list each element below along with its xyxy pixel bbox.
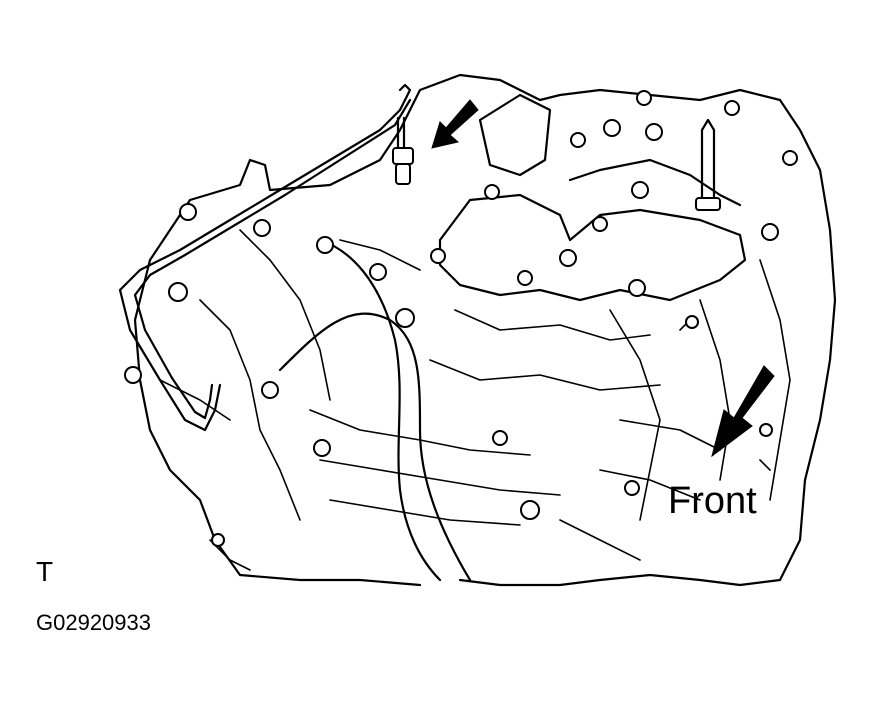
view-code-label: T: [36, 556, 54, 587]
front-label: Front: [668, 480, 757, 522]
bolts: [124, 90, 798, 547]
breather-tube: [118, 83, 414, 432]
arrow-icon: [431, 99, 479, 149]
figure-id-label: G02920933: [36, 610, 151, 635]
cover-plate: [429, 93, 791, 521]
front-arrow-icon: [711, 365, 775, 458]
stud: [695, 118, 721, 211]
breather-hose: [278, 238, 472, 582]
